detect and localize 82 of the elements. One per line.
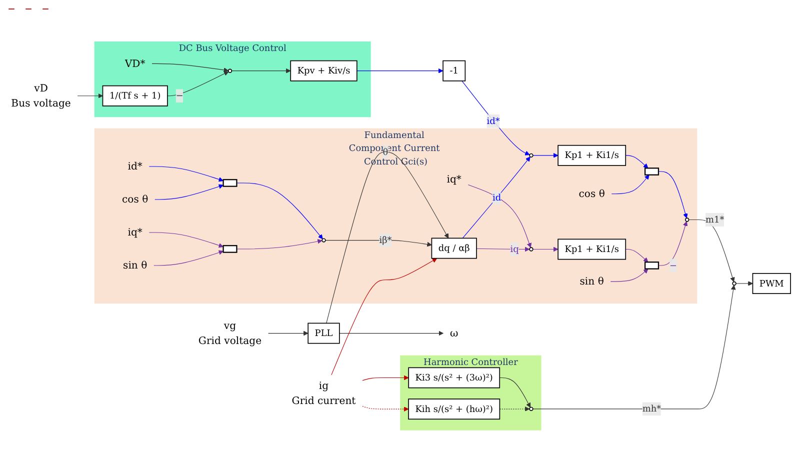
arrow [625,154,648,168]
arrow [236,182,323,239]
arrow [658,170,688,218]
node-box: Ki3 s/(s² + (3ω)²) [408,366,500,388]
node-box: 1/(Tf s + 1) [102,84,168,106]
edge-label: iβ* [379,234,392,245]
arrow [362,374,409,380]
arrow [499,377,531,408]
node-text: ig [318,380,329,392]
node-circle [529,406,534,411]
arrow [476,246,530,252]
node-box [222,178,238,186]
node-circle [684,217,690,222]
edge-label: − [176,90,184,100]
node-text: cos θ [122,193,148,205]
edge-label: id [492,192,502,202]
arrow [532,246,558,252]
node-circle [322,238,326,242]
edge-label: − [670,259,678,270]
edge-label: m1* [706,214,724,224]
arrow [736,280,753,286]
arrow [77,93,103,98]
node-circle [529,152,534,158]
node-box: Kih s/(s² + (hω)²) [408,398,500,420]
arrow [152,63,229,72]
node-box: -1 [442,60,466,81]
arrow [532,284,736,409]
node-circle [732,281,736,286]
node-text: id* [128,160,142,172]
arrow [325,240,432,246]
arrow [462,80,530,155]
node-box: Kp1 + Ki1/s [558,144,626,166]
node-text: VD* [124,57,146,70]
arrow [167,70,229,96]
node-box [644,261,660,269]
node-box: Kpv + Kiv/s [290,60,358,81]
arrow [268,330,308,336]
node-label: Grid current [292,394,356,406]
arrow [356,68,444,73]
sign-label: − [25,2,32,18]
arrow [154,250,224,266]
node-label: Bus voltage [11,97,71,109]
arrow [462,156,530,238]
arrow [611,174,650,194]
arrow [331,258,438,375]
arrow [658,220,688,266]
node-text: sin θ [123,259,148,271]
node-box: PLL [308,322,340,344]
node-box [222,244,238,252]
edge-label: mh* [642,402,662,414]
arrow [339,330,444,336]
arrow [326,151,449,324]
node-text: vD [34,82,48,94]
arrow [499,406,530,412]
arrow [532,152,558,158]
node-box: dq / αβ [431,237,477,258]
node-text: iq* [446,173,462,186]
node-circle [529,246,534,251]
arrow [231,68,291,73]
node-text: iq* [128,226,142,238]
arrow [148,232,224,248]
node-box [644,167,660,176]
node-circle [228,68,232,73]
arrow [236,238,322,249]
arrow [625,248,648,262]
sign-label: − [8,2,16,18]
arrow [688,219,735,282]
node-text: cos θ [578,188,605,200]
sign-label: − [42,2,50,18]
arrow [154,184,224,200]
node-label: Grid voltage [198,334,262,346]
node-text: ω [450,327,458,339]
edge-label: id* [486,115,500,126]
node-box: PWM [752,272,791,294]
node-text: vg [224,319,236,332]
node-text: sin θ [580,275,604,288]
arrow [362,406,409,412]
arrow [148,166,224,182]
arrow [610,268,648,282]
arrow [468,184,532,248]
node-box: Kp1 + Ki1/s [558,238,626,260]
edge-label: iq [510,243,519,254]
